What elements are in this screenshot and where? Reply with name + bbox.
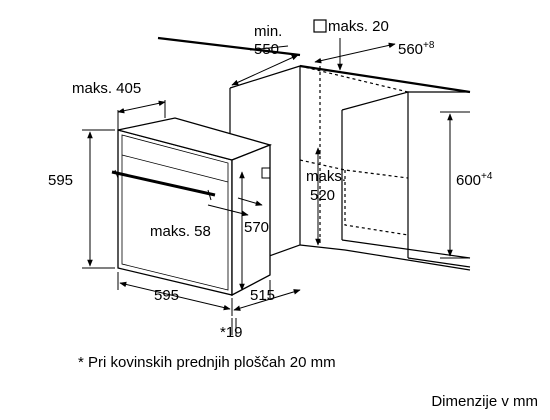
label-600-sup: +4	[481, 171, 493, 182]
label-width-595: 595	[154, 287, 179, 304]
label-560-value: 560	[398, 41, 423, 58]
label-note-19: *19	[220, 324, 243, 341]
label-min-value: 550	[254, 41, 279, 58]
label-height-595: 595	[48, 172, 73, 189]
label-maks-405: maks. 405	[72, 80, 141, 97]
label-600-value: 600	[456, 172, 481, 189]
label-560-sup: +8	[423, 40, 435, 51]
units-note: Dimenzije v mm	[431, 393, 538, 410]
square-icon	[313, 19, 327, 33]
label-maks-20: maks. 20	[328, 18, 389, 35]
label-570: 570	[244, 219, 269, 236]
label-560: 560+8	[398, 40, 435, 58]
label-maks: maks.	[306, 168, 346, 185]
label-maks-58: maks. 58	[150, 223, 211, 240]
label-min: min.	[254, 23, 282, 40]
label-600: 600+4	[456, 171, 493, 189]
label-520: 520	[310, 187, 335, 204]
label-515: 515	[250, 287, 275, 304]
oven-body	[111, 117, 273, 297]
footnote: * Pri kovinskih prednjih ploščah 20 mm	[78, 354, 336, 371]
dimension-lines	[82, 38, 470, 335]
